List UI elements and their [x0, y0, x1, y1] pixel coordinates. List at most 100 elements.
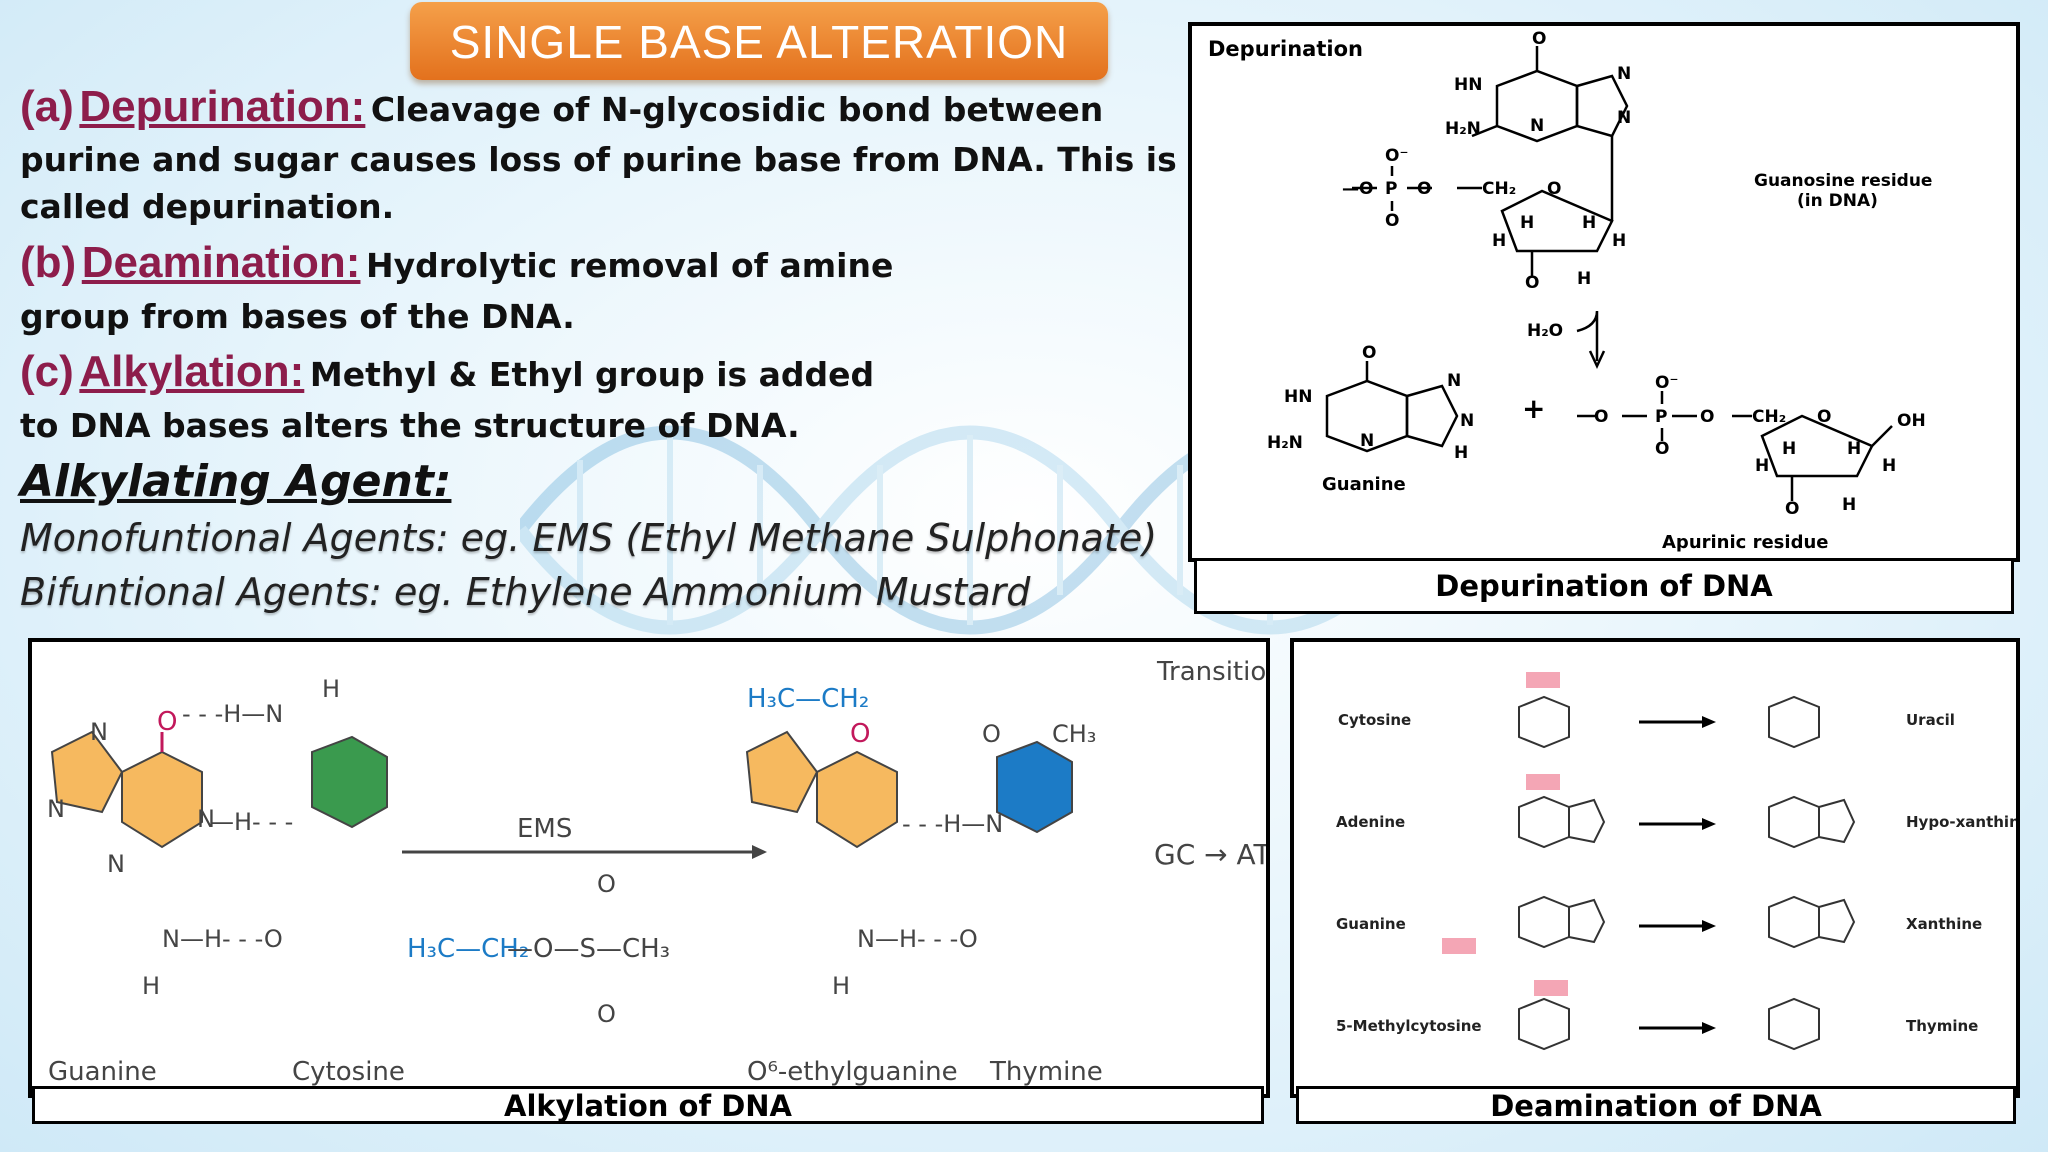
title-banner: SINGLE BASE ALTERATION [410, 2, 1108, 80]
svg-text:O: O [1700, 407, 1714, 427]
depurination-caption: Depurination of DNA [1194, 558, 2014, 614]
svg-text:—O: —O [1342, 179, 1373, 199]
section-b: (b) Deamination: Hydrolytic removal of a… [20, 238, 893, 288]
svg-text:N: N [1617, 108, 1631, 128]
section-b-line1: Hydrolytic removal of amine [366, 246, 894, 285]
cytosine-structure [311, 735, 388, 829]
section-a-line2: purine and sugar causes loss of purine b… [20, 140, 1177, 179]
section-a-heading: Depurination: [79, 82, 366, 131]
apurinic-label: Apurinic residue [1662, 532, 1828, 553]
svg-text:O: O [1785, 499, 1799, 519]
gc-to-at-label: GC → AT [1154, 838, 1266, 871]
transition-label: Transition [1156, 657, 1266, 687]
svg-text:O: O [157, 707, 177, 737]
bifunctional-agents: Bifuntional Agents: eg. Ethylene Ammoniu… [20, 570, 1031, 614]
svg-text:N—H- - -O: N—H- - -O [162, 925, 283, 953]
svg-text:O: O [982, 720, 1001, 748]
svg-text:N: N [1447, 371, 1461, 391]
guanosine-label: Guanosine residue [1754, 171, 1932, 191]
svg-text:H: H [1577, 269, 1591, 289]
svg-text:H₂N: H₂N [1445, 119, 1481, 139]
depurination-title: Depurination [1208, 37, 1363, 61]
svg-text:H: H [142, 972, 160, 1000]
deamination-panel: Cytosine Uracil Adenine Hypo-xanthine Gu… [1290, 638, 2030, 1098]
section-a-line3: called depurination. [20, 187, 395, 226]
svg-text:H: H [1520, 213, 1534, 233]
svg-text:N: N [1360, 431, 1374, 451]
svg-text:N—H- - -O: N—H- - -O [857, 925, 978, 953]
svg-text:- - -H—N: - - -H—N [902, 810, 1003, 838]
svg-text:O⁻: O⁻ [1385, 146, 1408, 166]
svg-text:O: O [1385, 211, 1399, 231]
svg-text:O: O [1532, 29, 1546, 49]
free-guanine-structure [1325, 361, 1459, 453]
svg-text:O: O [1547, 179, 1561, 199]
svg-text:O: O [1417, 179, 1431, 199]
ems-label: EMS [517, 814, 572, 844]
guanine-structure [50, 730, 203, 849]
deamination-structures [1518, 695, 1856, 1051]
plus-sign: + [1522, 392, 1545, 425]
svg-text:H: H [322, 675, 340, 703]
ethylguanine-name: O⁶-ethylguanine [747, 1057, 958, 1087]
guanine-name: Guanine [48, 1057, 157, 1087]
svg-text:H: H [1782, 439, 1796, 459]
deam-row3-from: Guanine [1336, 915, 1406, 933]
deam-row4-to: Thymine [1906, 1017, 1978, 1035]
svg-text:O: O [1525, 273, 1539, 293]
alkylation-caption: Alkylation of DNA [32, 1086, 1264, 1124]
section-a: (a) Depurination: Cleavage of N-glycosid… [20, 82, 1103, 132]
deam-row2-to: Hypo-xanthine [1906, 813, 2016, 831]
thymine-name: Thymine [989, 1057, 1103, 1087]
svg-text:H: H [832, 972, 850, 1000]
svg-text:H₂N: H₂N [1267, 433, 1303, 453]
svg-text:CH₂: CH₂ [1482, 179, 1516, 199]
section-c-line1: Methyl & Ethyl group is added [309, 355, 875, 394]
svg-text:OH: OH [1897, 411, 1926, 431]
svg-text:N: N [1617, 64, 1631, 84]
ethyl-group: H₃C—CH₂ [747, 684, 869, 714]
svg-text:N: N [107, 850, 125, 878]
svg-text:O: O [1362, 343, 1376, 363]
section-a-label: (a) [20, 82, 74, 131]
guanine-label: Guanine [1322, 474, 1406, 495]
svg-text:CH₂: CH₂ [1752, 407, 1786, 427]
svg-text:O: O [1655, 439, 1669, 459]
water-label: H₂O [1527, 321, 1563, 341]
svg-text:HN: HN [1284, 387, 1312, 407]
svg-text:P: P [1385, 179, 1397, 199]
alkylating-agent-heading: Alkylating Agent: [20, 456, 452, 507]
svg-text:O⁻: O⁻ [1655, 373, 1678, 393]
apurinic-structure [1577, 391, 1893, 501]
section-c: (c) Alkylation: Methyl & Ethyl group is … [20, 347, 874, 397]
deam-row4-from: 5-Methylcytosine [1336, 1017, 1482, 1035]
section-b-label: (b) [20, 238, 77, 287]
deam-row1-to: Uracil [1906, 711, 1955, 729]
svg-text:O: O [597, 1000, 616, 1028]
svg-text:N: N [47, 795, 65, 823]
svg-text:H: H [1454, 443, 1468, 463]
svg-text:O: O [1817, 407, 1831, 427]
svg-text:H: H [1612, 231, 1626, 251]
section-b-line2: group from bases of the DNA. [20, 297, 575, 336]
svg-text:H: H [1582, 213, 1596, 233]
cytosine-name: Cytosine [292, 1057, 405, 1087]
svg-text:N: N [197, 805, 215, 833]
ems-ethyl: H₃C—CH₂ [407, 934, 529, 964]
sugar-phosphate-backbone [1352, 166, 1614, 276]
svg-text:H: H [1755, 456, 1769, 476]
o6-ethylguanine-structure [745, 730, 898, 849]
svg-text:H: H [1492, 231, 1506, 251]
deamination-diagram: Cytosine Uracil Adenine Hypo-xanthine Gu… [1336, 672, 2030, 1051]
section-b-heading: Deamination: [81, 238, 361, 287]
svg-text:H: H [1882, 456, 1896, 476]
svg-text:P: P [1655, 407, 1667, 427]
deamination-arrows-icon [1639, 720, 1704, 1030]
ems-formula-right: —O—S—CH₃ [507, 934, 670, 964]
monofunctional-agents: Monofuntional Agents: eg. EMS (Ethyl Met… [20, 516, 1158, 560]
svg-text:CH₃: CH₃ [1052, 720, 1096, 748]
